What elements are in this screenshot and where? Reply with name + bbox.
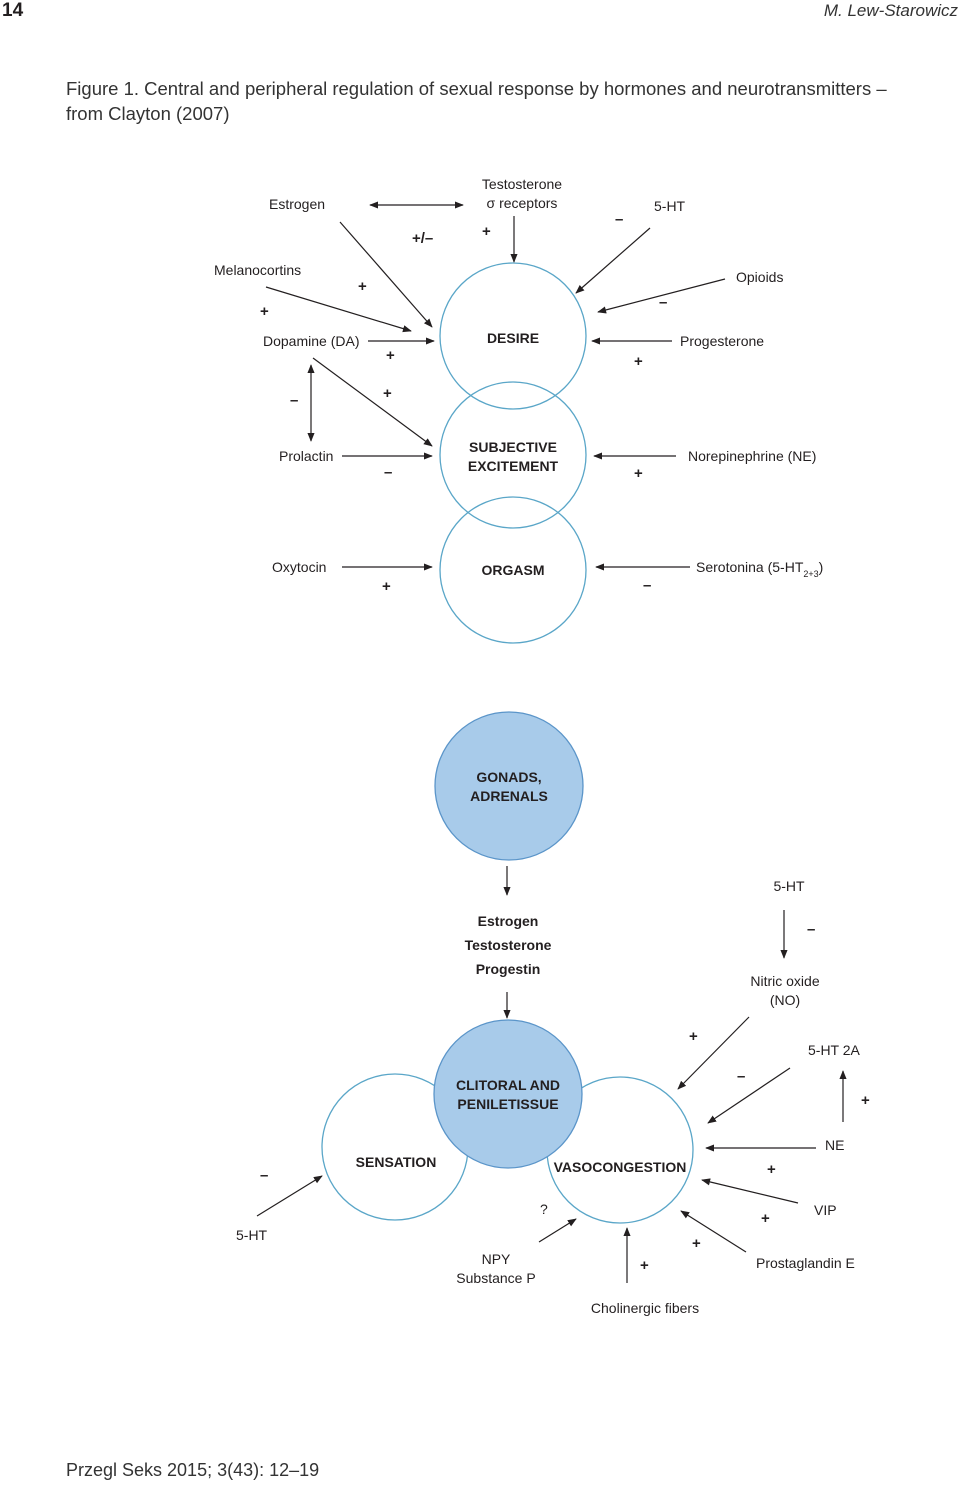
sign-opioids: – xyxy=(659,294,667,311)
sensation-label: SENSATION xyxy=(356,1154,437,1170)
sign-5ht: – xyxy=(615,211,623,228)
arrow-estrogen-desire xyxy=(339,221,433,328)
desire-label: DESIRE xyxy=(487,330,539,346)
figure-label: Figure 1. xyxy=(66,78,140,99)
sign-pge: + xyxy=(692,1235,701,1252)
hormone-progestin: Progestin xyxy=(476,961,541,977)
sign-dopamine-side: + xyxy=(260,303,269,320)
sign-estrogen: +/– xyxy=(412,230,433,247)
tissue-label-1: CLITORAL AND xyxy=(456,1077,560,1093)
arrow-opioids-desire xyxy=(597,278,726,314)
hormone-testosterone: Testosterone xyxy=(465,937,552,953)
excitement-label: EXCITEMENT xyxy=(468,458,559,474)
label-npy: NPY xyxy=(482,1251,511,1267)
sign-cholinergic: + xyxy=(640,1257,649,1274)
arrow-5ht2a-vasocongestion xyxy=(707,1067,791,1124)
label-5ht-top: 5-HT xyxy=(773,878,805,894)
arrow-5ht-desire xyxy=(575,227,651,294)
arrow-melanocortins-desire xyxy=(265,286,412,333)
journal-citation: Przegl Seks 2015; 3(43): 12–19 xyxy=(66,1460,320,1480)
serotonina-subscript: 2+3 xyxy=(803,569,818,579)
sign-prolactin: – xyxy=(384,464,392,481)
label-opioids: Opioids xyxy=(736,269,783,285)
running-head-author: M. Lew-Starowicz xyxy=(823,1,958,20)
label-vip: VIP xyxy=(814,1202,837,1218)
label-serotonina: Serotonina (5-HT2+3) xyxy=(696,559,823,579)
orgasm-circle xyxy=(439,496,587,644)
page-number: 14 xyxy=(2,0,24,21)
arrow-no-vasocongestion xyxy=(677,1016,750,1090)
label-question: ? xyxy=(540,1201,548,1217)
sign-da-prolactin: – xyxy=(290,392,298,409)
sign-no: + xyxy=(689,1028,698,1045)
central-arrows xyxy=(265,201,726,571)
label-cholinergic: Cholinergic fibers xyxy=(591,1300,699,1316)
sign-testosterone: + xyxy=(482,223,491,240)
label-prostaglandin: Prostaglandin E xyxy=(756,1255,855,1271)
sign-oxytocin: + xyxy=(382,578,391,595)
serotonina-text: Serotonina (5-HT xyxy=(696,559,804,575)
sign-melanocortins: + xyxy=(358,278,367,295)
arrow-5ht-sensation xyxy=(256,1175,323,1217)
sign-ne: + xyxy=(634,465,643,482)
arrow-dopamine-excitement xyxy=(312,357,433,447)
peripheral-arrows xyxy=(256,910,847,1283)
label-testosterone: Testosterone xyxy=(482,176,562,192)
label-oxytocin: Oxytocin xyxy=(272,559,326,575)
sign-5ht2a: – xyxy=(737,1068,745,1085)
arrow-vip-vasocongestion xyxy=(701,1178,799,1204)
arrow-pge-vasocongestion xyxy=(680,1210,747,1253)
sign-vip: + xyxy=(761,1210,770,1227)
label-melanocortins: Melanocortins xyxy=(214,262,301,278)
sign-progesterone: + xyxy=(634,353,643,370)
label-5ht2a: 5-HT 2A xyxy=(808,1042,861,1058)
label-nitric-oxide: Nitric oxide xyxy=(750,973,819,989)
label-sigma-receptors: σ receptors xyxy=(487,195,558,211)
adrenals-label: ADRENALS xyxy=(470,788,548,804)
serotonina-close: ) xyxy=(819,559,824,575)
label-ne: NE xyxy=(825,1137,844,1153)
label-progesterone: Progesterone xyxy=(680,333,764,349)
sign-5ht-top: – xyxy=(807,921,815,938)
gonads-label: GONADS, xyxy=(476,769,541,785)
sign-serotonina: – xyxy=(643,577,651,594)
gonads-adrenals-circle xyxy=(434,711,584,861)
desire-circle xyxy=(439,262,587,410)
label-dopamine: Dopamine (DA) xyxy=(263,333,359,349)
figure-caption-text: Central and peripheral regulation of sex… xyxy=(66,78,887,124)
label-estrogen: Estrogen xyxy=(269,196,325,212)
sign-ne: + xyxy=(767,1161,776,1178)
hormone-estrogen: Estrogen xyxy=(478,913,539,929)
label-5ht: 5-HT xyxy=(654,198,686,214)
label-no: (NO) xyxy=(770,992,800,1008)
label-prolactin: Prolactin xyxy=(279,448,333,464)
figure-caption: Figure 1. Central and peripheral regulat… xyxy=(66,76,926,126)
sign-ne-up: + xyxy=(861,1092,870,1109)
clitoral-penile-tissue-circle xyxy=(433,1019,583,1169)
label-5ht-left: 5-HT xyxy=(236,1227,268,1243)
vasocongestion-label: VASOCONGESTION xyxy=(554,1159,687,1175)
sign-5ht-left: – xyxy=(260,1167,268,1184)
label-substance-p: Substance P xyxy=(456,1270,535,1286)
tissue-label-2: PENILETISSUE xyxy=(457,1096,558,1112)
subjective-label: SUBJECTIVE xyxy=(469,439,557,455)
orgasm-label: ORGASM xyxy=(482,562,545,578)
sign-da-excitement: + xyxy=(383,385,392,402)
sign-dopamine: + xyxy=(386,347,395,364)
subjective-excitement-circle xyxy=(439,381,587,529)
arrow-npy-vasocongestion xyxy=(538,1218,577,1243)
label-norepinephrine: Norepinephrine (NE) xyxy=(688,448,816,464)
